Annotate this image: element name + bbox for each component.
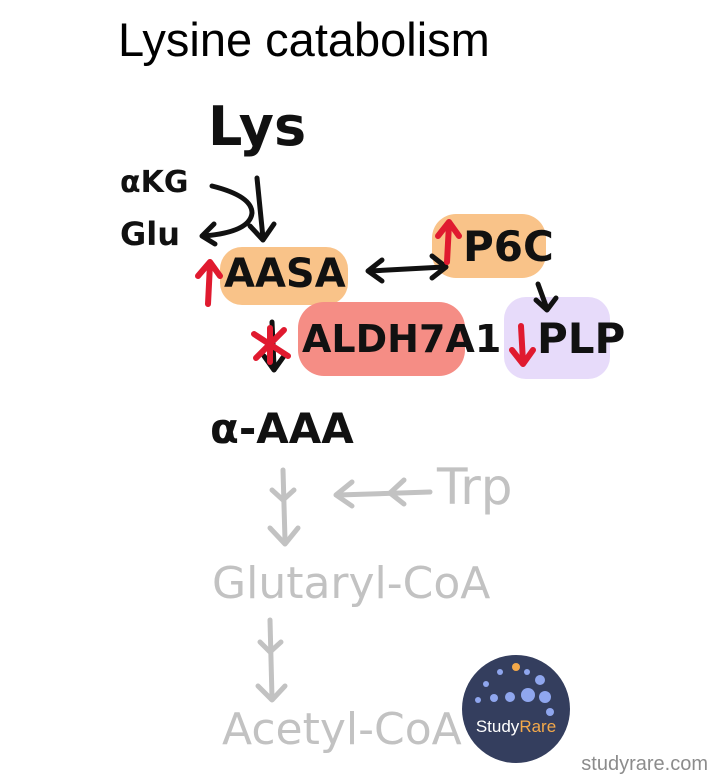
node-aldh7a1: ALDH7A1 <box>302 317 502 361</box>
trp-arrowhead-2 <box>387 477 407 507</box>
p6c-up-arrowhead <box>435 219 462 239</box>
node-glu: Glu <box>120 215 181 253</box>
node-glutaryl-coa: Glutaryl-CoA <box>212 558 491 609</box>
lys-to-aasa-arrow <box>254 175 266 241</box>
p6c-highlight <box>432 214 546 278</box>
p6c-plp-arrow <box>535 281 549 309</box>
glutaryl-acetyl-arrowhead <box>255 683 288 703</box>
lys-to-aasa-arrowhead <box>247 221 277 243</box>
aasa-up-arrowhead <box>195 259 223 279</box>
node-lys: Lys <box>208 95 307 158</box>
studyrare-logo: StudyRare <box>462 655 570 763</box>
glutaryl-acetyl-arrow <box>267 617 275 701</box>
aasa-p6c-arrow <box>367 264 447 274</box>
node-p6c: P6C <box>463 222 554 271</box>
diagram-title: Lysine catabolism <box>118 13 490 66</box>
akg-glu-arrowhead <box>199 221 218 247</box>
node-trp: Trp <box>437 458 513 516</box>
aaa-glutaryl-arrow <box>280 467 288 543</box>
logo-dots-icon <box>475 663 554 716</box>
aldh7a1-highlight <box>298 302 465 376</box>
node-aasa: AASA <box>224 251 346 297</box>
aasa-highlight <box>220 247 348 305</box>
logo-text: StudyRare <box>462 717 570 737</box>
node-akg: αKG <box>120 165 189 200</box>
plp-down-arrow <box>518 323 526 365</box>
aasa-p6c-right-head <box>429 253 449 281</box>
aasa-p6c-left-head <box>365 257 385 284</box>
watermark: studyrare.com <box>581 753 708 775</box>
node-alpha-aaa: α-AAA <box>210 404 354 453</box>
p6c-plp-arrowhead <box>533 295 559 313</box>
logo-text-accent: Rare <box>519 717 557 736</box>
logo-text-main: Study <box>475 717 520 736</box>
aaa-glutaryl-arrowhead <box>267 525 301 547</box>
trp-arrow <box>335 489 433 498</box>
trp-arrowhead-1 <box>333 479 355 509</box>
node-plp: PLP <box>537 314 626 363</box>
plp-down-arrowhead <box>509 347 536 367</box>
aaa-glutaryl-tick <box>269 487 297 503</box>
node-acetyl-coa: Acetyl-CoA <box>222 704 462 755</box>
akg-glu-curve <box>201 183 255 239</box>
glutaryl-acetyl-tick <box>257 639 284 655</box>
aasa-up-arrow <box>205 261 213 307</box>
p6c-up-arrow <box>444 221 452 265</box>
